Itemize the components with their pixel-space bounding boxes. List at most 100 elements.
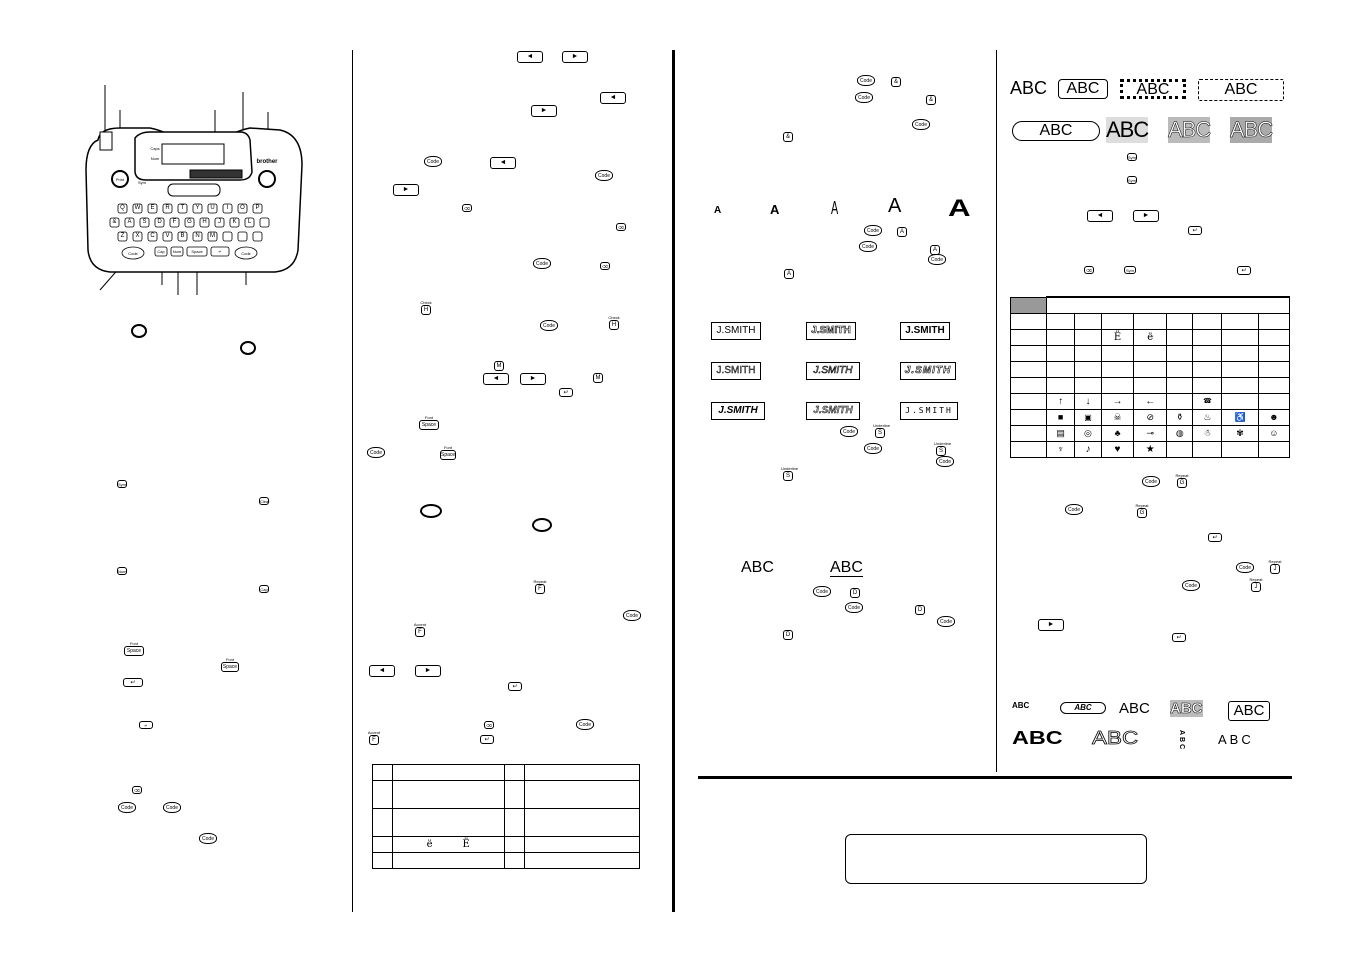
style-sample-5: J.SMITH (806, 362, 860, 380)
code-key-icon-3: Code (199, 833, 217, 844)
j-key-icon-2: J (1251, 582, 1261, 592)
key-code-right: Code (241, 251, 251, 256)
sym-music-note-icon: ♪ (1074, 440, 1102, 458)
f-key-icon-3: F (369, 735, 379, 745)
right-arrow-key-3: ► (393, 184, 419, 196)
frame-sample-2: ABC (1058, 79, 1108, 99)
font-caption-3: Font (424, 415, 433, 420)
column-divider-1 (352, 50, 353, 912)
print-sample-4: ABC (1170, 700, 1203, 718)
print-sample-7: ABC (1092, 728, 1139, 749)
code-key-icon-6: Code (533, 258, 551, 269)
key-num: Num (172, 249, 182, 254)
sym-heart-icon: ♥ (1100, 440, 1135, 458)
code-key-icon-4: Code (424, 156, 442, 167)
d-key-icon-2: D (915, 605, 925, 615)
clear-key-icon: Clear (259, 497, 270, 505)
code-key-icon-25: Code (1236, 562, 1254, 573)
key-g: G (187, 219, 192, 225)
repeat-caption-3: Repeat (1135, 503, 1149, 508)
frame-sample-5: ABC (1012, 121, 1100, 141)
frame-sample-1: ABC (1010, 78, 1048, 98)
m-key-icon: M (494, 361, 504, 371)
f-key-icon-2: F (415, 627, 425, 637)
sym-up-arrow-icon: ↑ (1045, 392, 1076, 410)
accent-e-lower: ë (426, 839, 433, 850)
code-key-icon-9: Code (623, 610, 641, 621)
font-size-sample-4: A (888, 195, 902, 217)
code-key-icon: Code (118, 802, 136, 813)
amp-key-icon: & (891, 77, 901, 87)
font-caption: Font (129, 641, 138, 646)
left-arrow-key-6: ◄ (1087, 210, 1113, 222)
screen-num-label: Num (150, 156, 160, 161)
frame-sample-3: ABC (1120, 79, 1186, 99)
key-f: F (172, 219, 177, 225)
key-l: L (247, 219, 252, 225)
code-key-icon-16: Code (928, 254, 946, 265)
code-key-icon-18: Code (864, 443, 882, 454)
code-key-icon-12: Code (855, 92, 873, 103)
key-k: K (232, 219, 237, 225)
code-key-icon-24: Code (1065, 504, 1083, 515)
code-key-icon-21: Code (845, 602, 863, 613)
key-i: I (226, 205, 229, 211)
repeat-caption-2: Repeat (1175, 473, 1189, 478)
return-key-icon-6: ↵ (1188, 226, 1202, 235)
sym-phone-icon: ☎ (1192, 392, 1223, 410)
print-sample-6: ABC (1012, 728, 1063, 748)
key-r: R (165, 205, 170, 211)
sym-key-icon-2: Sym (1127, 153, 1137, 161)
power-key-icon (240, 341, 256, 355)
style-sample-4: J.SMITH (711, 362, 761, 380)
underline-caption-2: Underline (934, 441, 952, 446)
key-q: Q (120, 205, 125, 211)
clear-key-icon-2: ⌫ (132, 786, 142, 794)
return-key-icon: ↵ (123, 678, 143, 687)
sym-key-label: Sym (138, 180, 146, 185)
print-key-label: Print (115, 177, 125, 182)
code-key-icon-7: Code (540, 320, 558, 331)
right-arrow-key-2: ► (531, 105, 557, 117)
underline-sample-underlined: ABC (830, 559, 863, 577)
return-key-icon-8: ↵ (1208, 533, 1222, 542)
d-key-icon: D (850, 588, 860, 598)
return-key-icon-5: ↵ (480, 735, 494, 744)
frame-sample-7: ABC (1168, 117, 1212, 143)
style-sample-1: J.SMITH (711, 322, 761, 340)
sym-down-arrow-icon: ↓ (1074, 392, 1102, 410)
amp-key-icon-2: & (926, 95, 936, 105)
font-size-sample-3: A (831, 198, 839, 218)
d-key-icon-3: D (783, 630, 793, 640)
sym-key-icon: Sym (117, 480, 127, 488)
font-caption-2: Font (225, 657, 234, 662)
accent-e-upper: Ë (462, 839, 470, 850)
right-arrow-key: ► (562, 51, 588, 63)
font-size-sample-1: A (714, 205, 722, 216)
return-key-icon-3: ↵ (559, 388, 573, 397)
brand-label: brother (256, 159, 278, 165)
code-key-icon-20: Code (813, 586, 831, 597)
key-c: C (150, 233, 155, 239)
j-key-icon: J (1270, 564, 1280, 574)
empty-note-box (845, 834, 1147, 884)
sym-glass-icon: ⚱ (1166, 408, 1194, 426)
style-sample-8: J.SMITH (806, 402, 860, 420)
sym-snowman-icon: ☃ (1192, 424, 1223, 442)
key-d: D (157, 219, 162, 225)
sym-pig-icon: ✾ (1221, 424, 1259, 442)
sym-book-icon: ■ (1045, 408, 1076, 426)
sym-star-icon: ★ (1133, 440, 1168, 458)
clear-key-icon-3: ⌫ (462, 204, 472, 212)
code-key-icon-26: Code (1182, 580, 1200, 591)
sym-key-icon-3: Sym (1127, 176, 1137, 184)
sym-tape-icon: ▣ (1074, 408, 1102, 426)
key-e: E (150, 205, 155, 211)
key-n: N (195, 233, 200, 239)
frame-sample-6: ABC (1106, 117, 1149, 143)
code-key-icon-15: Code (859, 241, 877, 252)
key-return: ↵ (218, 249, 222, 254)
horizontal-rule (698, 776, 1292, 779)
s-key-icon-2: S (936, 446, 946, 456)
